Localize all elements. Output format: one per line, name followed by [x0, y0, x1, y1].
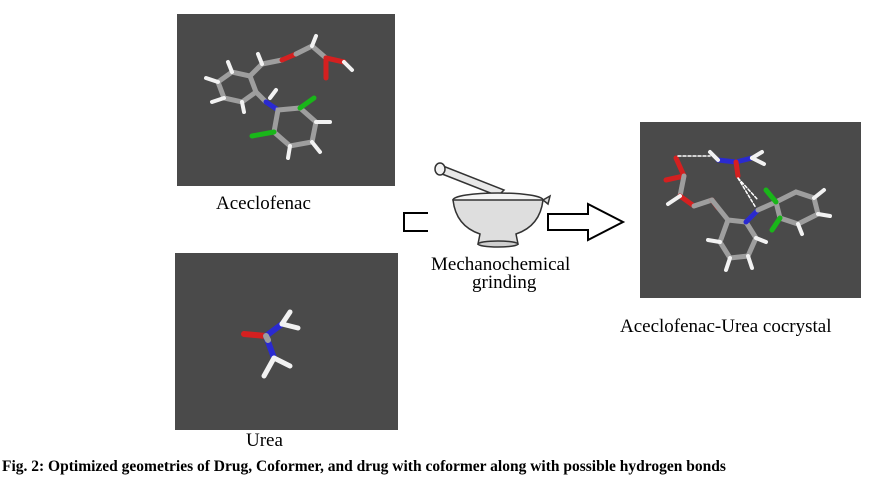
figure-caption: Fig. 2: Optimized geometries of Drug, Co… — [2, 458, 726, 475]
reaction-arrow — [403, 202, 626, 242]
urea-molecule — [241, 309, 301, 379]
cocrystal-molecule — [663, 150, 832, 272]
aceclofenac-molecule — [204, 34, 354, 160]
urea-structure-panel — [175, 253, 398, 430]
cocrystal-label: Aceclofenac-Urea cocrystal — [620, 316, 832, 337]
process-label-line2: grinding — [472, 272, 537, 293]
aceclofenac-label: Aceclofenac — [216, 193, 311, 214]
process-label-line1: Mechanochemical — [431, 254, 571, 275]
urea-label: Urea — [246, 430, 283, 451]
mortar-pestle-icon — [434, 162, 552, 248]
